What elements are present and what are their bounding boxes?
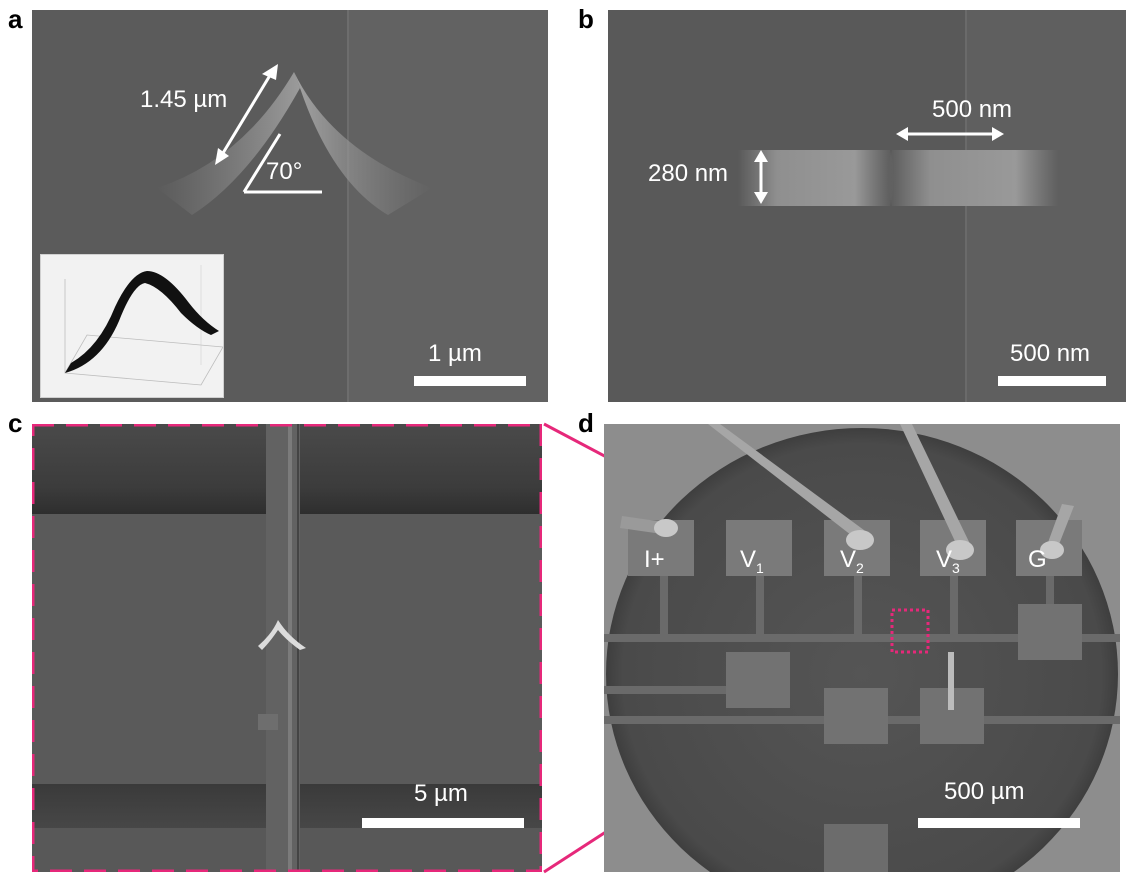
contact-pad [824,824,888,872]
length-annotation: 1.45 µm [140,86,228,113]
ridge-left-flank [157,72,300,215]
probe-needle [900,424,972,552]
label-v1: V1 [740,546,764,576]
width-annotation: 280 nm [648,160,729,187]
panel-c-graphic [32,424,542,872]
angle-side [242,133,282,193]
label-i-plus: I+ [644,546,665,573]
vertical-electrode [266,424,300,872]
scale-bar-label: 500 nm [1010,340,1091,367]
panel-label-c: c [8,408,23,438]
scale-bar [414,376,526,386]
contact-pad-v1 [726,520,792,576]
panel-b-graphic [608,10,1126,402]
probe-tip [946,540,974,560]
contact-pad [726,652,790,708]
label-g: G [1028,546,1047,573]
panel-c-sem-image: 5 µm [32,424,542,872]
panel-label-d: d [578,408,594,438]
probe-needle [620,516,664,534]
panel-a-graphic [32,10,548,402]
ridge-structure [258,620,306,650]
scale-bar [918,818,1080,828]
profile-surface [65,271,219,373]
scale-bar [998,376,1106,386]
length-arrow [218,71,274,159]
probe-needle-lower [948,652,954,710]
panel-label-a: a [8,4,23,34]
contact-pad [1018,604,1082,660]
device-highlight-box [890,608,930,654]
inset-3d-profile [40,254,224,398]
probe-needle [708,424,872,542]
ridge-right-flank [294,72,432,215]
panel-a-sem-image: 1.45 µm 70° 1 µm [32,10,548,402]
contact-pad [824,688,888,744]
probe-tip [846,530,874,550]
nanowire-right-segment [888,150,1058,206]
length-annotation: 500 nm [932,96,1013,123]
nanowire-left-segment [738,150,894,206]
panel-d-graphic [604,424,1120,872]
label-v2: V2 [840,546,864,576]
panel-label-b: b [578,4,594,34]
label-v3: V3 [936,546,960,576]
arrow-head [262,64,278,80]
probe-needle [1046,504,1074,552]
panel-b-sem-image: 500 nm 280 nm 500 nm [608,10,1126,402]
debris-particle [258,714,278,730]
scale-bar-label: 500 µm [944,778,1025,805]
probe-tip [654,519,678,537]
scale-bar [362,818,524,828]
probe-tip [1040,541,1064,559]
angle-annotation: 70° [266,158,303,185]
scale-bar-label: 1 µm [428,340,482,367]
panel-d-sem-image: I+ V1 V2 V3 G 500 µm [604,424,1120,872]
arrow-head [215,148,229,165]
scale-bar-label: 5 µm [414,780,468,807]
